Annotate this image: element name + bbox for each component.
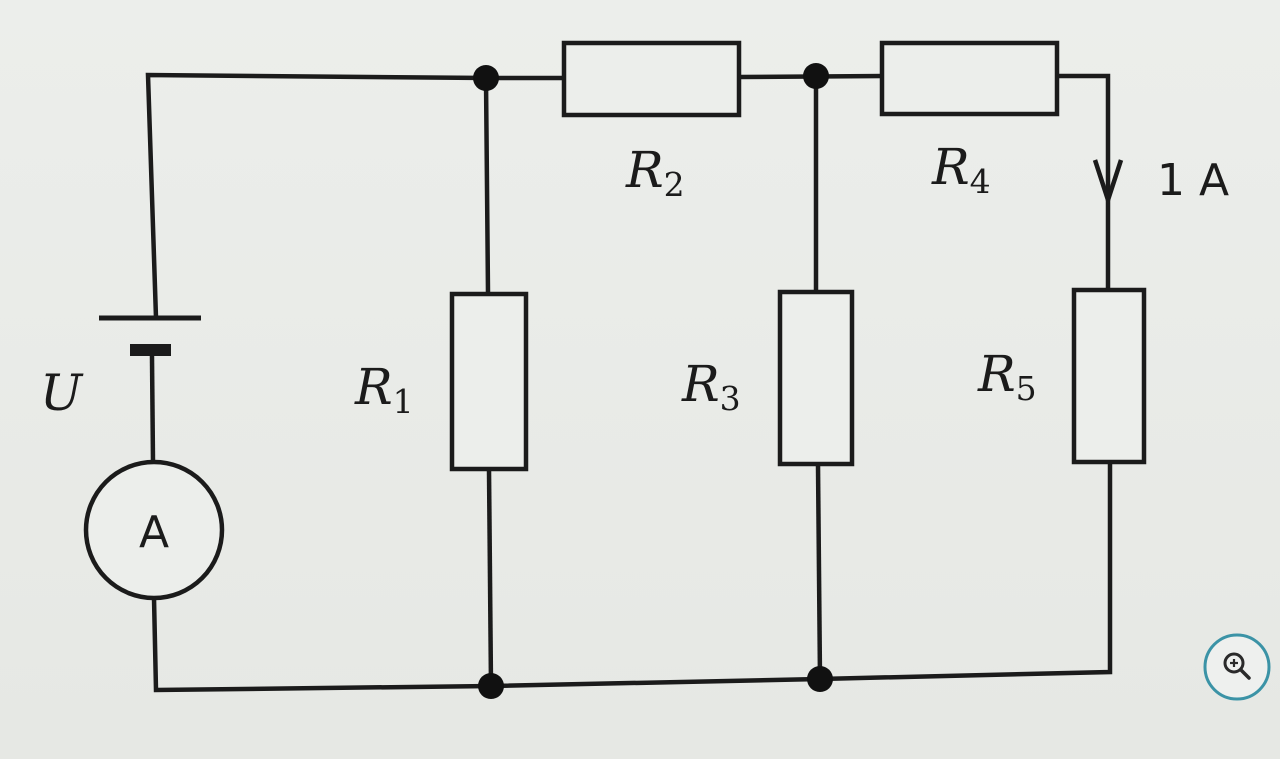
wire-top-r4-right	[1055, 73, 1111, 293]
zoom-in-icon	[1203, 633, 1271, 701]
label-r4: R4	[931, 138, 991, 201]
wire-source-bottom	[151, 463, 1113, 693]
node-bottom-left	[478, 673, 504, 699]
battery-symbol	[99, 315, 201, 356]
resistor-r1	[449, 291, 529, 472]
label-r5: R5	[977, 345, 1037, 408]
resistor-r5	[1071, 287, 1147, 465]
node-top-middle	[803, 63, 829, 89]
zoom-button[interactable]	[1202, 632, 1272, 702]
node-top-left	[473, 65, 499, 91]
resistor-r3	[777, 289, 855, 467]
wire-r1-bottom	[486, 467, 494, 689]
label-current-1a: 1 A	[1157, 155, 1229, 206]
node-bottom-middle	[807, 666, 833, 692]
ammeter-circle	[83, 459, 225, 601]
battery-short-plate	[130, 344, 171, 356]
wire-r3-bottom	[815, 462, 823, 682]
current-arrow-icon	[1092, 159, 1124, 208]
label-r3: R3	[681, 355, 741, 418]
resistor-r2	[561, 40, 742, 118]
label-source-u: U	[40, 364, 84, 422]
label-r1: R1	[354, 358, 414, 421]
wire-r1-top	[483, 77, 491, 296]
ammeter-label: A	[139, 507, 169, 558]
resistor-r4	[879, 40, 1060, 117]
ammeter: A	[83, 459, 225, 601]
wire-source-top	[145, 72, 489, 321]
junction-nodes	[473, 63, 833, 699]
wire-source-mid	[149, 355, 156, 465]
label-r2: R2	[625, 141, 685, 204]
